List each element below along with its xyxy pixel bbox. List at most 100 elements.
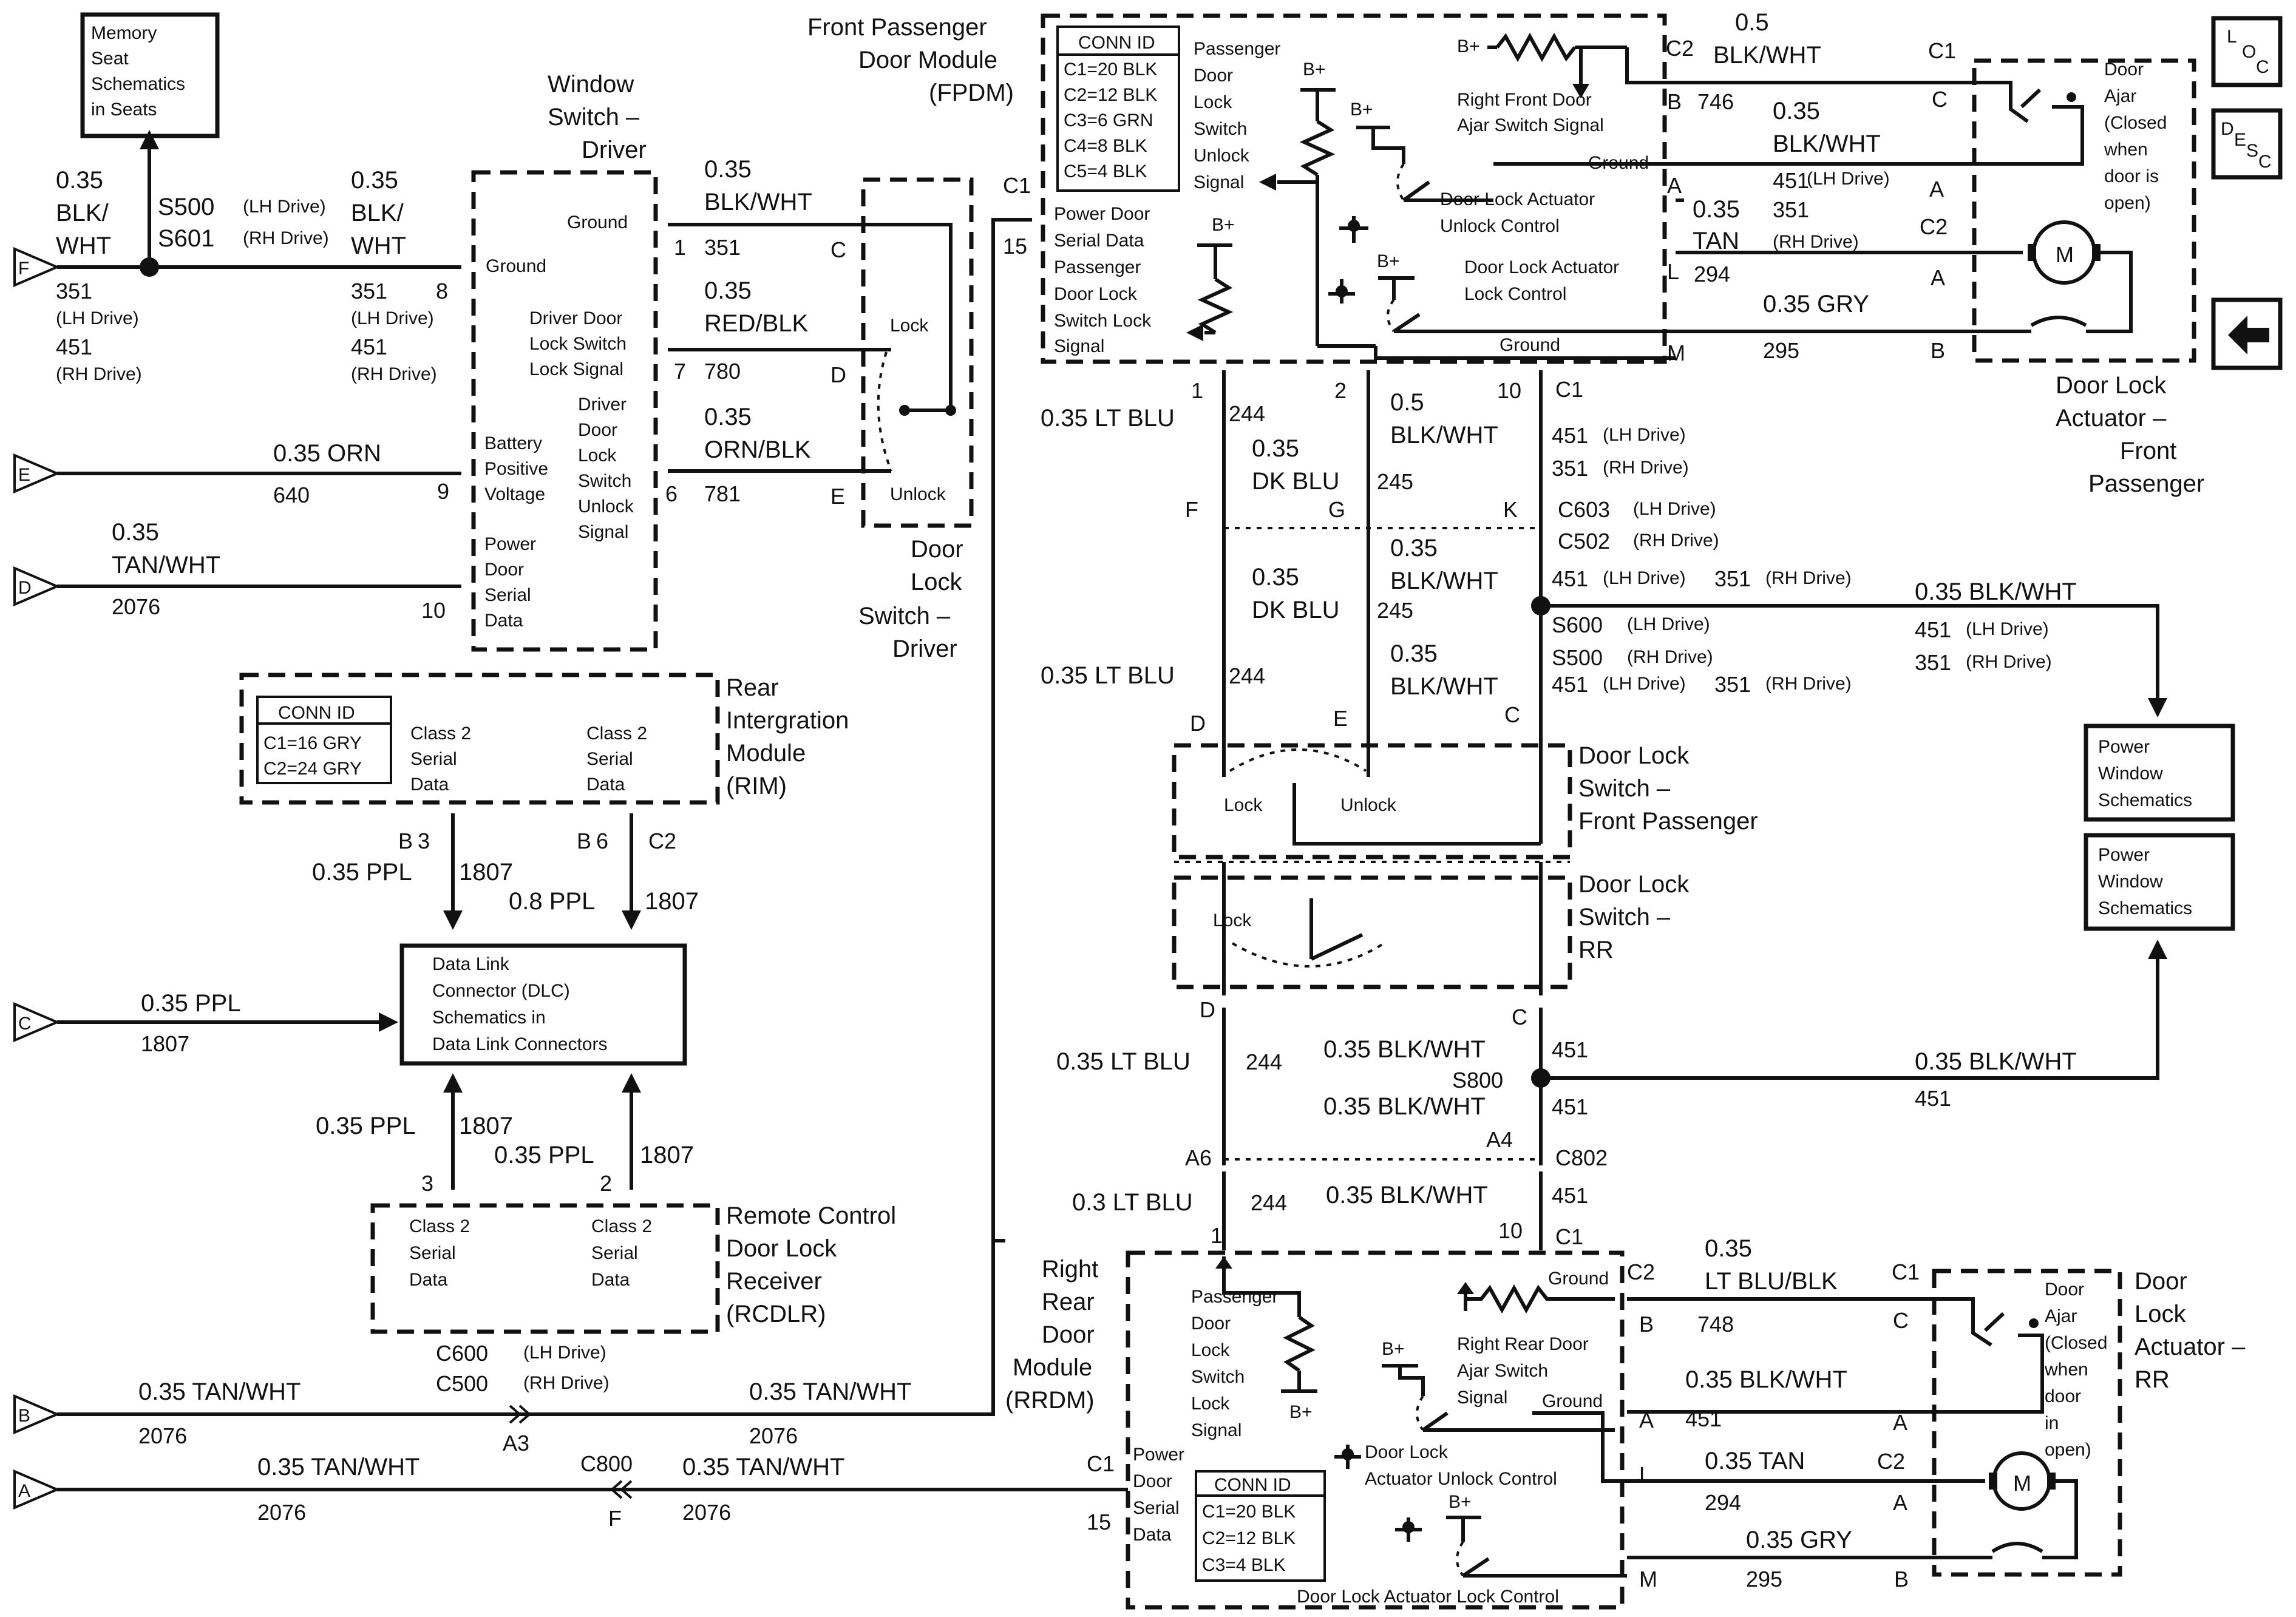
svg-text:D: D <box>2221 119 2234 139</box>
svg-text:L: L <box>1639 1462 1651 1487</box>
svg-text:D: D <box>1190 711 1206 736</box>
svg-text:0.35: 0.35 <box>351 167 398 194</box>
svg-text:351: 351 <box>1552 456 1588 481</box>
svg-text:Serial: Serial <box>586 749 633 769</box>
svg-text:Memory: Memory <box>91 23 157 43</box>
svg-text:Signal: Signal <box>1054 336 1104 356</box>
svg-text:(RH Drive): (RH Drive) <box>1633 531 1719 551</box>
svg-text:B+: B+ <box>1449 1492 1472 1512</box>
svg-text:Right Rear Door: Right Rear Door <box>1457 1334 1589 1354</box>
svg-text:Lock: Lock <box>2135 1301 2186 1327</box>
svg-text:B+: B+ <box>1382 1339 1405 1359</box>
svg-text:C4=8 BLK: C4=8 BLK <box>1064 136 1147 156</box>
svg-text:C1=16 GRY: C1=16 GRY <box>263 733 362 753</box>
svg-text:Remote Control: Remote Control <box>726 1202 896 1229</box>
svg-text:WHT: WHT <box>351 232 406 259</box>
svg-text:C2: C2 <box>1666 36 1694 61</box>
power-window-box-2[interactable]: Power Window Schematics <box>2084 833 2235 931</box>
svg-text:(RCDLR): (RCDLR) <box>726 1301 826 1327</box>
svg-text:15: 15 <box>1087 1510 1111 1534</box>
power-window-box-1[interactable]: Power Window Schematics <box>2084 724 2235 822</box>
svg-text:Module: Module <box>726 740 806 767</box>
svg-text:Rear: Rear <box>1042 1289 1095 1315</box>
svg-text:Front Passenger: Front Passenger <box>1578 808 1758 835</box>
svg-text:B: B <box>1639 1312 1654 1337</box>
svg-text:0.35 GRY: 0.35 GRY <box>1763 291 1869 317</box>
svg-text:C603: C603 <box>1558 497 1610 522</box>
svg-text:244: 244 <box>1229 663 1265 688</box>
svg-text:Passenger: Passenger <box>1194 39 1280 59</box>
svg-text:294: 294 <box>1694 262 1730 286</box>
svg-text:Battery: Battery <box>484 433 542 453</box>
svg-text:B: B <box>1931 338 1945 363</box>
svg-text:0.35: 0.35 <box>1390 640 1438 667</box>
svg-text:(LH Drive): (LH Drive) <box>1627 614 1710 634</box>
svg-text:0.35 TAN: 0.35 TAN <box>1705 1448 1805 1474</box>
sheet-ref-d[interactable]: D <box>13 566 61 607</box>
svg-text:S601: S601 <box>158 225 214 252</box>
svg-text:Passenger: Passenger <box>2088 470 2204 497</box>
svg-text:1807: 1807 <box>640 1142 694 1168</box>
svg-text:Ajar: Ajar <box>2045 1306 2077 1326</box>
svg-text:Door Lock: Door Lock <box>2056 372 2167 399</box>
svg-text:C800: C800 <box>580 1451 633 1476</box>
svg-text:Switch –: Switch – <box>548 104 640 131</box>
svg-text:C: C <box>1893 1308 1909 1333</box>
sheet-ref-e[interactable]: E <box>13 453 61 494</box>
svg-text:0.35 TAN/WHT: 0.35 TAN/WHT <box>257 1454 419 1480</box>
svg-text:451: 451 <box>1552 423 1588 448</box>
svg-text:Switch: Switch <box>1191 1367 1245 1387</box>
back-arrow-icon[interactable] <box>2211 297 2283 370</box>
window-switch-driver: Window Switch – Driver Ground Ground Dri… <box>471 71 658 652</box>
svg-text:0.35 ORN: 0.35 ORN <box>273 440 381 467</box>
svg-text:Door: Door <box>1042 1321 1095 1348</box>
svg-text:748: 748 <box>1697 1312 1734 1337</box>
svg-text:0.35: 0.35 <box>1705 1235 1752 1262</box>
svg-text:Driver: Driver <box>582 137 647 163</box>
svg-text:Driver: Driver <box>578 395 627 415</box>
desc-icon[interactable]: D E S C <box>2211 108 2283 180</box>
svg-text:0.35 BLK/WHT: 0.35 BLK/WHT <box>1323 1093 1486 1120</box>
svg-text:(LH Drive): (LH Drive) <box>523 1343 606 1363</box>
svg-text:451: 451 <box>1552 1037 1588 1062</box>
svg-text:244: 244 <box>1246 1049 1282 1074</box>
sheet-ref-f[interactable]: F <box>13 246 61 288</box>
svg-text:Lock Signal: Lock Signal <box>529 359 623 379</box>
svg-text:Data: Data <box>591 1270 630 1290</box>
svg-text:Lock: Lock <box>890 316 929 336</box>
svg-text:0.35: 0.35 <box>704 277 752 304</box>
svg-text:C: C <box>1504 702 1520 727</box>
svg-text:Power: Power <box>2098 737 2150 757</box>
svg-text:G: G <box>1328 497 1345 522</box>
svg-text:BLK/WHT: BLK/WHT <box>1390 673 1498 700</box>
svg-text:C1: C1 <box>1928 38 1956 63</box>
svg-text:0.35 LT BLU: 0.35 LT BLU <box>1041 405 1175 432</box>
svg-text:Data: Data <box>410 775 449 795</box>
svg-text:(LH Drive): (LH Drive) <box>1966 619 2049 639</box>
svg-text:when: when <box>2104 140 2148 160</box>
sheet-ref-c[interactable]: C <box>13 1002 61 1043</box>
svg-text:(RH Drive): (RH Drive) <box>1603 458 1689 478</box>
sheet-ref-b[interactable]: B <box>13 1394 61 1435</box>
svg-text:C2=24 GRY: C2=24 GRY <box>263 759 362 779</box>
loc-icon[interactable]: L O C <box>2211 16 2283 87</box>
svg-text:WHT: WHT <box>56 232 111 259</box>
svg-text:C3=6 GRN: C3=6 GRN <box>1064 110 1153 131</box>
sheet-ref-a[interactable]: A <box>13 1469 61 1510</box>
svg-text:(LH Drive): (LH Drive) <box>1603 568 1686 588</box>
svg-text:780: 780 <box>704 359 741 384</box>
svg-text:Serial: Serial <box>591 1243 638 1263</box>
svg-text:Lock Control: Lock Control <box>1464 284 1566 304</box>
svg-text:C: C <box>2258 152 2272 172</box>
svg-text:open): open) <box>2045 1440 2091 1460</box>
svg-text:C2=12 BLK: C2=12 BLK <box>1202 1528 1296 1548</box>
svg-text:Door: Door <box>1191 1314 1231 1334</box>
svg-text:Front: Front <box>2120 438 2176 464</box>
svg-text:Serial: Serial <box>484 585 531 605</box>
svg-text:351: 351 <box>1915 650 1951 675</box>
svg-text:0.35 BLK/WHT: 0.35 BLK/WHT <box>1323 1036 1486 1063</box>
svg-text:B: B <box>398 829 413 853</box>
svg-text:Seat: Seat <box>91 49 129 69</box>
svg-text:BLK/WHT: BLK/WHT <box>704 189 812 215</box>
svg-text:Switch –: Switch – <box>1578 904 1671 931</box>
